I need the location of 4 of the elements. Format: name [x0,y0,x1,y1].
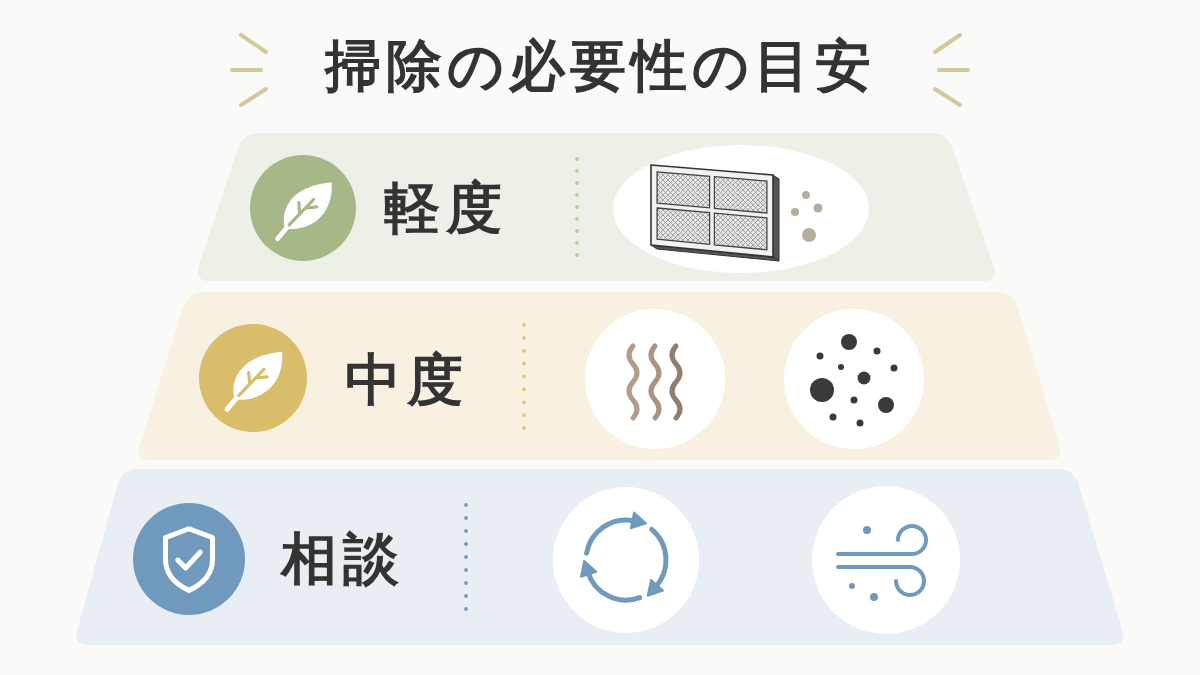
level-label: 中度 [345,352,469,408]
title: 掃除の必要性の目安 [324,38,876,94]
level-label: 相談 [281,531,405,587]
level-label: 軽度 [384,180,508,236]
